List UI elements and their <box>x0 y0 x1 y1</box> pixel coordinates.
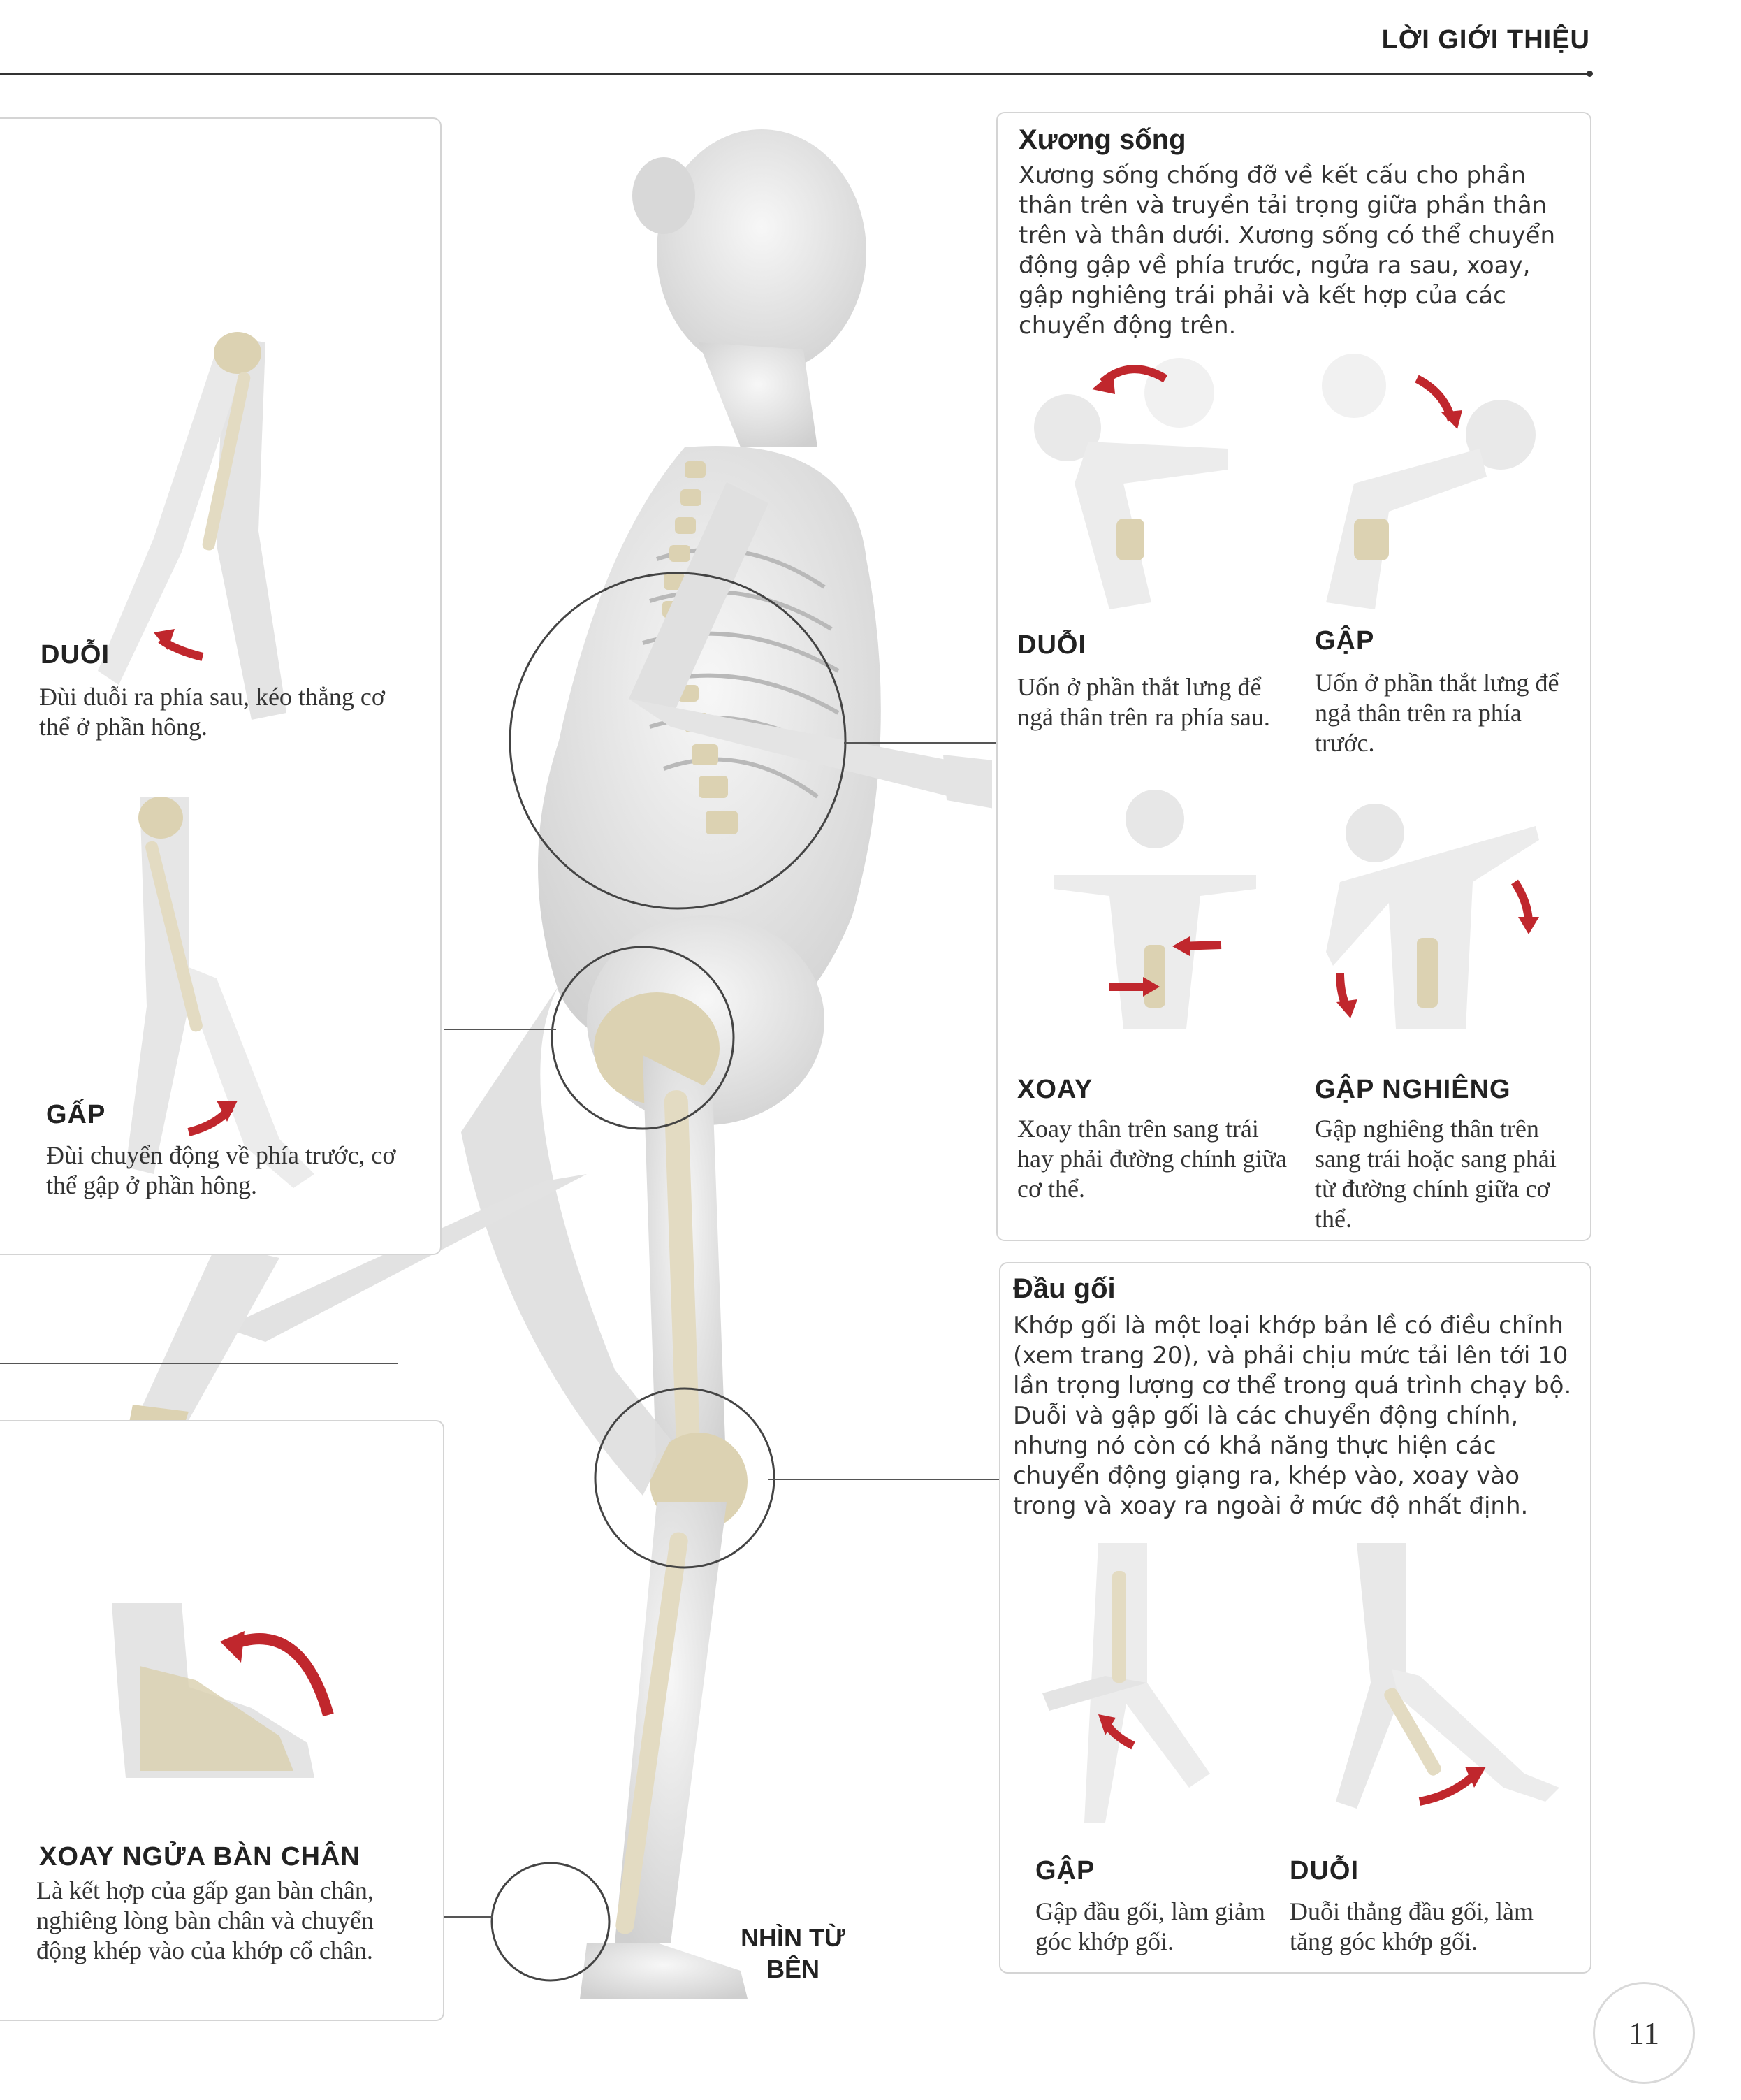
knee-intro-text: Khớp gối là một loại khớp bản lề có điều… <box>1013 1312 1572 1520</box>
spine-lateral-flexion-text: Gập nghiêng thân trên sang trái hoặc san… <box>1315 1115 1557 1233</box>
spine-extension-text: Uốn ở phần thắt lưng để ngả thân trên ra… <box>1017 673 1270 731</box>
spine-panel: Xương sống Xương sống chống đỡ về kết cấ… <box>996 112 1591 1241</box>
header-rule-dot <box>1587 71 1593 77</box>
leader-line-ankle <box>444 1916 493 1918</box>
spine-rotation-text: Xoay thân trên sang trái hay phải đường … <box>1017 1115 1287 1203</box>
knee-flexion-title: GẬP <box>1035 1856 1095 1885</box>
spine-extension-illustration <box>1034 358 1228 609</box>
leader-line-ankle-top <box>0 1363 398 1364</box>
spine-title: Xương sống <box>1019 124 1186 155</box>
leader-line-spine <box>844 742 999 744</box>
hip-movements-panel: DUỖI Đùi duỗi ra phía sau, kéo thẳng cơ … <box>0 117 442 1255</box>
knee-extension-illustration <box>1336 1543 1559 1809</box>
spine-rotation-title: XOAY <box>1017 1075 1093 1104</box>
ankle-text: Là kết hợp của gấp gan bàn chân, nghiêng… <box>36 1876 374 1964</box>
page-number-badge: 11 <box>1593 1982 1695 2084</box>
spine-flexion-text: Uốn ở phần thắt lưng để ngả thân trên ra… <box>1315 669 1559 757</box>
spine-rotation-illustration <box>1054 790 1256 1029</box>
ankle-panel: XOAY NGỬA BÀN CHÂN Là kết hợp của gấp ga… <box>0 1420 444 2021</box>
spine-extension-title: DUỖI <box>1017 630 1086 660</box>
spine-flexion-title: GẬP <box>1315 626 1375 656</box>
knee-extension-title: DUỖI <box>1290 1856 1359 1885</box>
hip-extension-title: DUỖI <box>41 640 110 669</box>
knee-title: Đầu gối <box>1013 1273 1116 1304</box>
leader-line-knee <box>768 1479 1000 1480</box>
knee-flexion-text: Gập đầu gối, làm giảm góc khớp gối. <box>1035 1897 1265 1955</box>
side-view-label: NHÌN TỪ BÊN <box>741 1923 845 1983</box>
hip-flexion-title: GẤP <box>46 1100 106 1129</box>
knee-extension-text: Duỗi thẳng đầu gối, làm tăng góc khớp gố… <box>1290 1897 1534 1955</box>
page-number: 11 <box>1628 2015 1660 2051</box>
spine-lateral-flexion-illustration <box>1326 804 1539 1029</box>
hip-flexion-illustration <box>126 797 314 1188</box>
leader-line-hip <box>444 1029 556 1030</box>
spine-lateral-flexion-title: GẬP NGHIÊNG <box>1315 1075 1511 1104</box>
section-title: LỜI GIỚI THIỆU <box>1381 25 1590 55</box>
runner-skeleton-figure <box>126 129 992 1999</box>
spine-intro-text: Xương sống chống đỡ về kết cấu cho phần … <box>1019 161 1555 340</box>
header-rule <box>0 73 1590 75</box>
ankle-supination-illustration <box>112 1603 334 1778</box>
ankle-title: XOAY NGỬA BÀN CHÂN <box>39 1842 360 1871</box>
hip-flexion-text: Đùi chuyển động về phía trước, cơ thể gậ… <box>46 1141 396 1199</box>
knee-panel: Đầu gối Khớp gối là một loại khớp bản lề… <box>999 1262 1591 1974</box>
spine-flexion-illustration <box>1322 354 1536 609</box>
knee-flexion-illustration <box>1042 1543 1210 1823</box>
hip-extension-text: Đùi duỗi ra phía sau, kéo thẳng cơ thể ở… <box>39 683 385 741</box>
hip-extension-illustration <box>98 332 286 720</box>
